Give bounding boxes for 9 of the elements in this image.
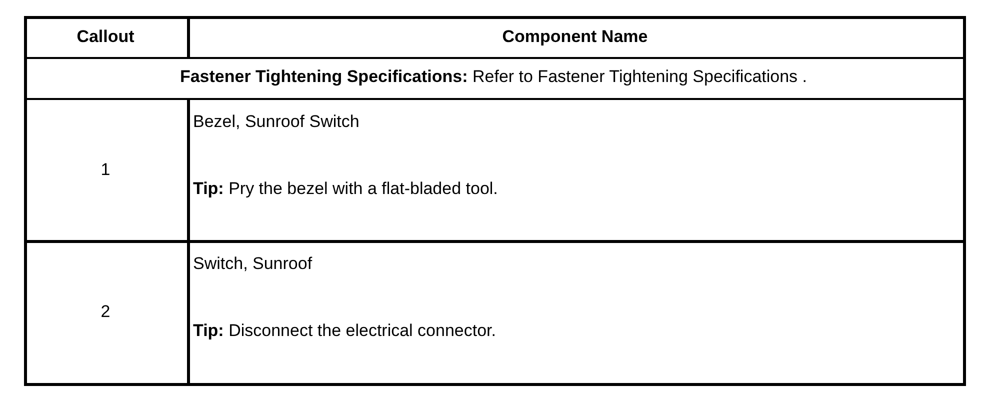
callout-number: 1: [100, 160, 110, 179]
tip-text: Tip: Pry the bezel with a flat-bladed tool.: [193, 179, 498, 198]
column-header: Callout: [76, 27, 134, 46]
component-name: Switch, Sunroof: [193, 254, 312, 273]
column-header: Component Name: [502, 27, 648, 46]
component-name: Bezel, Sunroof Switch: [193, 112, 360, 131]
callout-number: 2: [100, 302, 110, 321]
tip-text: Tip: Disconnect the electrical connector.: [193, 321, 496, 340]
specification-note: Fastener Tightening Specifications: Refer to Fastener Tightening Specifications .: [180, 67, 808, 86]
